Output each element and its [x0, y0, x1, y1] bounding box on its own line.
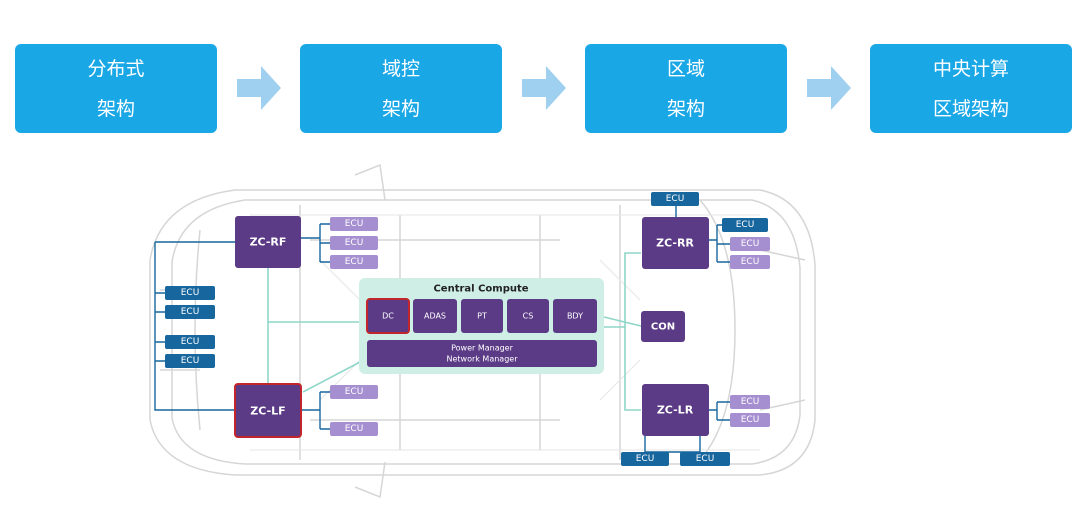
ecu-label: ECU [181, 307, 200, 317]
zc-lr [642, 384, 709, 436]
ecu-label: ECU [741, 415, 760, 425]
car-detail-lines [250, 214, 760, 451]
ecu-label: ECU [741, 397, 760, 407]
module-dc [366, 298, 410, 334]
zc-lr-label: ZC-LR [657, 404, 694, 417]
con-label: CON [651, 322, 675, 333]
ecu-label: ECU [181, 288, 200, 298]
manager-block [367, 340, 597, 367]
module-cs [507, 299, 549, 333]
zc-rr [642, 217, 709, 269]
ecu-label: ECU [345, 387, 364, 397]
ecu-group-zc-rr: ECU ECU ECU ECU [651, 192, 770, 269]
zc-lf-label: ZC-LF [250, 405, 285, 418]
ecu-group-zc-rf: ECU ECU ECU [330, 217, 378, 269]
zc-rf-label: ZC-RF [250, 236, 287, 249]
stage-line1: 区域 [666, 57, 705, 80]
ecu-wiring [154, 205, 730, 453]
ecu-label: ECU [345, 257, 364, 267]
module-adas-label: ADAS [424, 312, 446, 321]
ecu-label: ECU [345, 238, 364, 248]
zc-lf [234, 383, 302, 438]
stage-zonal: 区域 架构 [585, 44, 787, 133]
stage-central-zonal: 中央计算 区域架构 [870, 44, 1072, 133]
stage-line1: 中央计算 [932, 57, 1009, 80]
stage-line2: 架构 [666, 97, 705, 120]
zone-controllers: ZC-RF ZC-LF ZC-RR ZC-LR CON [234, 216, 709, 438]
con-block [641, 311, 685, 342]
module-adas [413, 299, 457, 333]
ecu-group-zc-lr: ECU ECU ECU ECU [621, 395, 770, 466]
ecu-label: ECU [736, 220, 755, 230]
stage-line2: 区域架构 [932, 97, 1009, 120]
network-manager-label: Network Manager [446, 355, 518, 364]
ecu-label: ECU [666, 194, 685, 204]
ecu-label: ECU [696, 454, 715, 464]
zc-rf [235, 216, 301, 268]
module-pt-label: PT [477, 312, 487, 321]
central-compute: Central Compute DC ADAS PT CS BDY Power … [359, 278, 604, 374]
stage-domain: 域控 架构 [300, 44, 502, 133]
stage-line1: 域控 [381, 57, 420, 80]
zc-rr-label: ZC-RR [656, 237, 694, 250]
stage-line1: 分布式 [87, 57, 145, 80]
ecu-label: ECU [181, 356, 200, 366]
stage-line2: 架构 [96, 97, 135, 120]
ecu-label: ECU [741, 239, 760, 249]
stage-distributed: 分布式 架构 [15, 44, 217, 133]
ecu-group-zc-lf: ECU ECU [330, 385, 378, 436]
stage-line2: 架构 [381, 97, 420, 120]
ecu-label: ECU [181, 337, 200, 347]
module-dc-label: DC [382, 312, 394, 321]
ecu-label: ECU [636, 454, 655, 464]
backbone-links [267, 252, 642, 411]
ecu-label: ECU [345, 424, 364, 434]
arrow-right-icon [237, 66, 281, 110]
arrow-right-icon [522, 66, 566, 110]
ecu-group-left: ECU ECU ECU ECU [165, 286, 215, 368]
module-bdy-label: BDY [567, 312, 583, 321]
module-bdy [553, 299, 597, 333]
ecu-label: ECU [741, 257, 760, 267]
power-manager-label: Power Manager [451, 344, 514, 353]
ecu-label: ECU [345, 219, 364, 229]
architecture-stages: 分布式 架构 域控 架构 区域 架构 中央计算 区域架构 [0, 0, 1080, 200]
module-cs-label: CS [523, 312, 534, 321]
module-pt [461, 299, 503, 333]
arrow-right-icon [807, 66, 851, 110]
central-compute-title: Central Compute [433, 284, 528, 295]
